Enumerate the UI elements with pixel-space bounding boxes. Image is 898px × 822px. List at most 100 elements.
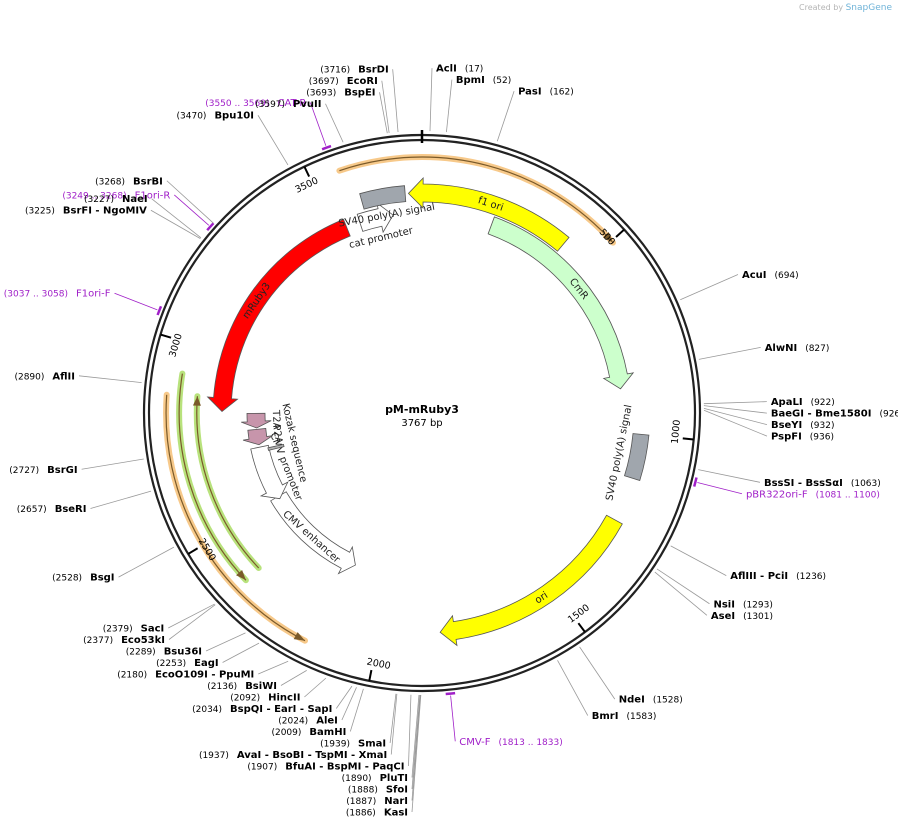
tick-mark xyxy=(368,669,373,682)
enzyme-site-apali[interactable]: ApaLI(922) xyxy=(703,397,835,408)
primer-label: (3249 .. 3268)F1ori-R xyxy=(62,190,170,201)
orf-arc-line xyxy=(196,396,260,569)
feature-cmv-enhancer[interactable]: CMV enhancer xyxy=(270,491,356,575)
enzyme-name: BspEI xyxy=(344,88,375,99)
enzyme-site-smai[interactable]: (1939)SmaI xyxy=(320,693,397,750)
enzyme-leader xyxy=(411,694,420,778)
enzyme-site-pasi[interactable]: PasI(162) xyxy=(496,87,574,142)
primer-bind-mark xyxy=(321,144,332,151)
enzyme-position: (1886) xyxy=(346,809,376,819)
enzyme-site-sfoi[interactable]: (1888)SfoI xyxy=(348,694,421,796)
enzyme-label: BseYI(932) xyxy=(771,420,835,431)
enzyme-position: (694) xyxy=(774,271,798,281)
enzyme-site-bpmi[interactable]: BpmI(52) xyxy=(446,75,511,133)
enzyme-position: (3597) xyxy=(255,100,285,110)
feature-f1-ori[interactable]: f1 ori xyxy=(407,177,570,252)
enzyme-site-bsrbi[interactable]: (3268)BsrBI xyxy=(95,176,214,224)
enzyme-site-bseri[interactable]: (2657)BseRI xyxy=(17,490,152,515)
enzyme-position: (1063) xyxy=(851,479,881,489)
enzyme-site-ndei[interactable]: NdeI(1528) xyxy=(579,646,683,706)
enzyme-leader xyxy=(496,91,515,142)
enzyme-leader xyxy=(703,408,768,426)
enzyme-site-baegi[interactable]: BaeGI - Bme1580I(926) xyxy=(703,405,898,420)
enzyme-site-pspfi[interactable]: PspFI(936) xyxy=(703,409,834,443)
enzyme-label: (2009)BamHI xyxy=(271,727,346,738)
enzyme-position: (2379) xyxy=(103,625,133,635)
enzyme-site-pvuii[interactable]: (3597) PvuII xyxy=(255,99,344,143)
enzyme-site-saci[interactable]: (2379)SacI xyxy=(103,603,215,635)
enzyme-site-afliii[interactable]: AflIII - PciI(1236) xyxy=(670,545,826,582)
enzyme-site-naei[interactable]: (3227)NaeI xyxy=(84,194,202,239)
enzyme-position: (2528) xyxy=(52,574,82,584)
enzyme-site-pluti[interactable]: (1890)PluTI xyxy=(342,694,420,784)
enzyme-site-bpu10i[interactable]: (3470)Bpu10I xyxy=(177,111,289,166)
feature-p2a[interactable]: P2A xyxy=(242,424,284,446)
enzyme-label: (2180)EcoO109I - PpuMI xyxy=(117,670,254,681)
primer-f1ori-f[interactable]: (3037 .. 3058)F1ori-F xyxy=(4,289,163,316)
enzyme-site-aflii[interactable]: (2890)AflII xyxy=(14,371,142,384)
tick-label: 1500 xyxy=(566,602,592,625)
enzyme-site-bamhi[interactable]: (2009)BamHI xyxy=(271,688,364,738)
enzyme-site-bsrfi[interactable]: (3225)BsrFI - NgoMIV xyxy=(25,206,201,239)
primer-name: CMV-F xyxy=(459,737,490,748)
credit-prefix: Created by xyxy=(799,3,844,12)
enzyme-label: (2136)BsiWI xyxy=(207,681,277,692)
enzyme-site-bsgi[interactable]: (2528)BsgI xyxy=(52,546,175,584)
enzyme-label: NsiI(1293) xyxy=(713,599,772,610)
feature-shape xyxy=(487,216,635,390)
enzyme-position: (926) xyxy=(879,410,898,420)
enzyme-leader xyxy=(392,69,399,133)
enzyme-site-alwni[interactable]: AlwNI(827) xyxy=(698,343,830,360)
enzyme-site-asei[interactable]: AseI(1301) xyxy=(654,571,773,622)
enzyme-name: BsiWI xyxy=(245,681,277,692)
enzyme-site-bsssi[interactable]: BssSI - BssSαI(1063) xyxy=(698,469,881,489)
primer-bind-mark xyxy=(156,305,163,316)
enzyme-site-alei[interactable]: (2024)AleI xyxy=(278,687,357,727)
primer-name: CAT-R xyxy=(278,98,307,109)
primer-cmv-f[interactable]: CMV-F(1813 .. 1833) xyxy=(445,691,563,748)
enzyme-label: (3225)BsrFI - NgoMIV xyxy=(25,206,147,217)
enzyme-position: (162) xyxy=(550,88,574,98)
enzyme-site-bspei[interactable]: (3693)BspEI xyxy=(306,88,388,134)
enzyme-site-eagi[interactable]: (2253)EagI xyxy=(156,642,260,669)
enzyme-leader xyxy=(222,642,260,663)
enzyme-site-kasi[interactable]: (1886)KasI xyxy=(346,694,422,819)
enzyme-position: (827) xyxy=(805,344,829,354)
enzyme-site-bmri[interactable]: BmrI(1583) xyxy=(557,660,656,722)
enzyme-site-ecoo109i[interactable]: (2180)EcoO109I - PpuMI xyxy=(117,660,289,681)
enzyme-label: (2657)BseRI xyxy=(17,504,87,515)
feature-shape xyxy=(623,433,650,482)
primer-cat-r[interactable]: (3550 .. 3569)CAT-R xyxy=(205,98,332,151)
enzyme-site-hincii[interactable]: (2092)HincII xyxy=(230,677,327,704)
enzyme-site-acui[interactable]: AcuI(694) xyxy=(680,270,799,301)
enzyme-site-bfuai[interactable]: (1907)BfuAI - BspMI - PaqCI xyxy=(247,694,412,773)
enzyme-site-bsrdi[interactable]: (3716)BsrDI xyxy=(320,65,399,133)
enzyme-site-bsiwi[interactable]: (2136)BsiWI xyxy=(207,670,307,692)
primer-f1ori-r[interactable]: (3249 .. 3268)F1ori-R xyxy=(62,190,215,232)
enzyme-name: PvuII xyxy=(293,99,321,110)
feature-t2a[interactable]: T2A xyxy=(241,409,282,430)
enzyme-leader xyxy=(390,693,398,755)
primer-pbr322ori-f[interactable]: pBR322ori-F(1081 .. 1100) xyxy=(692,477,880,501)
enzyme-site-eco53ki[interactable]: (2377)Eco53kI xyxy=(83,604,216,646)
enzyme-site-bseyi[interactable]: BseYI(932) xyxy=(703,408,835,431)
feature-ori[interactable]: ori xyxy=(439,514,623,647)
enzyme-site-bspqi[interactable]: (2034)BspQI - EarI - SapI xyxy=(192,685,353,715)
enzyme-site-avai[interactable]: (1937)AvaI - BsoBI - TspMI - XmaI xyxy=(199,693,398,761)
feature-mruby3[interactable]: mRuby3 xyxy=(206,218,351,412)
enzyme-leader xyxy=(78,375,142,384)
feature-cmr[interactable]: CmR xyxy=(487,216,635,390)
enzyme-site-bsrgi[interactable]: (2727)BsrGI xyxy=(9,458,144,476)
enzyme-site-ecori[interactable]: (3697)EcoRI xyxy=(309,76,390,133)
primer-leader xyxy=(309,102,327,146)
enzyme-leader xyxy=(670,545,727,576)
enzyme-site-nari[interactable]: (1887)NarI xyxy=(346,694,421,807)
enzyme-leader xyxy=(118,546,175,578)
orf-arrowhead xyxy=(602,231,614,243)
enzyme-site-nsii[interactable]: NsiI(1293) xyxy=(656,568,773,610)
enzyme-leader xyxy=(168,603,215,629)
feature-sv40-poly-a-signal[interactable]: SV40 poly(A) signal xyxy=(604,404,650,502)
enzyme-site-acli[interactable]: AclI(17) xyxy=(429,64,483,132)
enzyme-site-bsu36i[interactable]: (2289)Bsu36I xyxy=(126,632,246,658)
enzyme-leader xyxy=(703,401,767,405)
